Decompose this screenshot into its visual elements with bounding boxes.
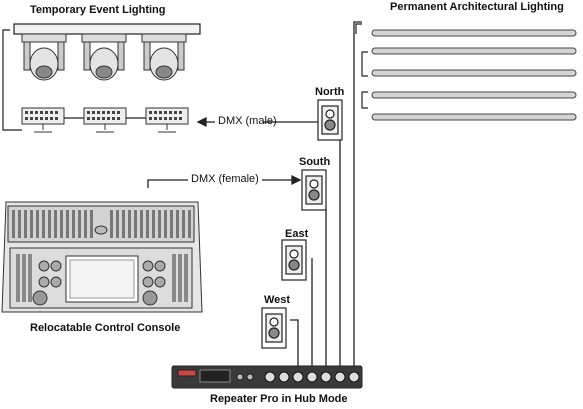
moving-head-fixture-3 — [141, 33, 187, 81]
south-label: South — [299, 156, 331, 168]
north-label: North — [315, 86, 345, 98]
dmx-female-arrow — [147, 174, 302, 188]
west-connector-plate — [261, 307, 287, 349]
dmx-male-label: DMX (male) — [218, 115, 277, 127]
temporary-lighting-label: Temporary Event Lighting — [30, 4, 166, 16]
dmx-male-arrow — [196, 116, 318, 128]
permanent-lighting-rig — [355, 23, 368, 109]
permanent-lighting-label: Permanent Architectural Lighting — [390, 1, 564, 13]
repeater-hub — [171, 365, 363, 389]
control-console — [1, 201, 203, 313]
cable-runs — [290, 21, 362, 368]
rig-cable — [8, 117, 146, 131]
moving-head-fixture-2 — [81, 33, 127, 81]
dmx-female-label: DMX (female) — [191, 173, 259, 185]
south-connector-plate — [301, 169, 327, 211]
east-connector-plate — [281, 239, 307, 281]
west-label: West — [264, 294, 291, 306]
repeater-label: Repeater Pro in Hub Mode — [210, 393, 348, 405]
led-tube-row — [371, 29, 577, 121]
north-connector-plate — [317, 99, 343, 141]
led-panel-fixture-2 — [83, 107, 127, 133]
led-panel-fixture-1 — [21, 107, 65, 133]
led-panel-fixture-3 — [145, 107, 189, 133]
console-label: Relocatable Control Console — [30, 322, 181, 334]
moving-head-fixture-1 — [21, 33, 67, 81]
east-label: East — [285, 228, 309, 240]
